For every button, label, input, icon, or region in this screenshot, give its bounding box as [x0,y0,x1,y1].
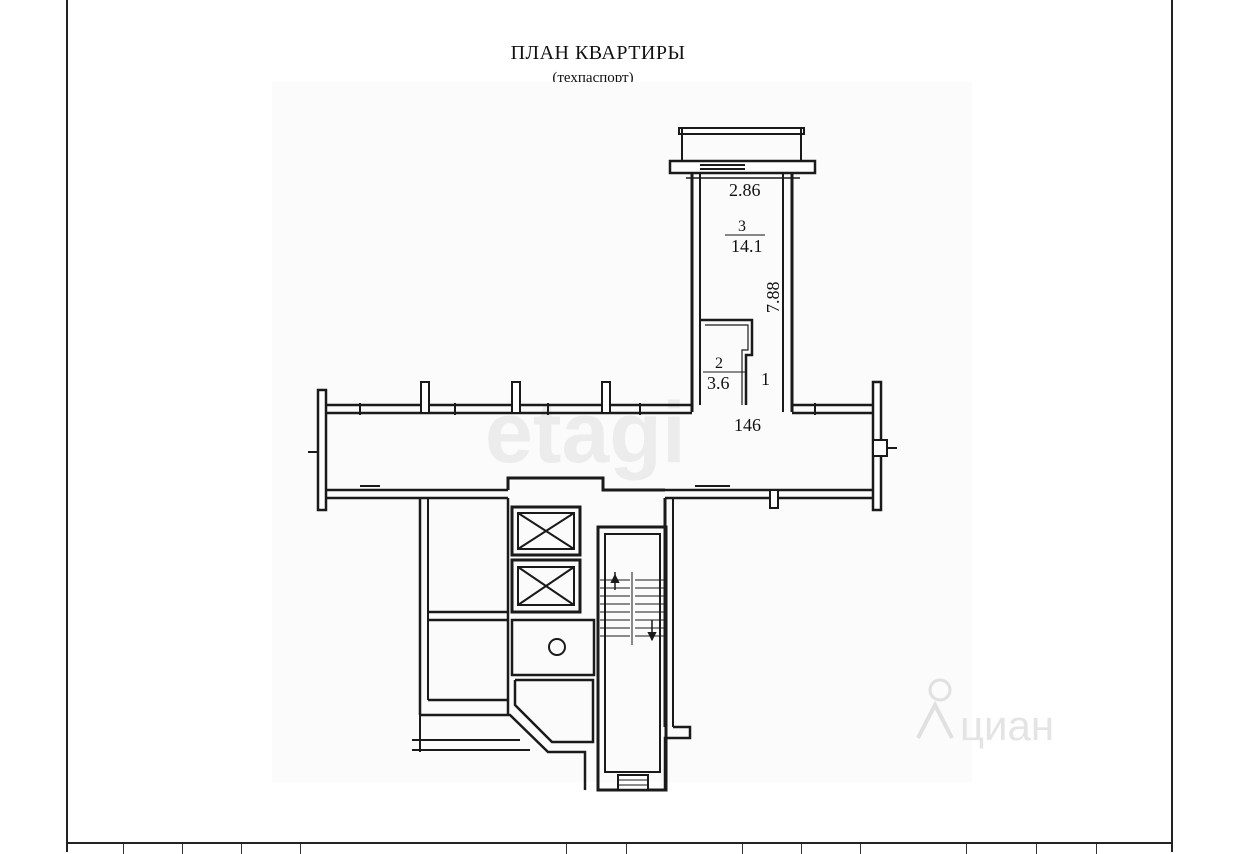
dim-width-label: 2.86 [729,180,761,200]
room3-number: 3 [738,218,746,235]
table-divider [300,844,301,854]
table-divider [801,844,802,854]
room2-number: 2 [715,355,723,372]
table-divider [1096,844,1097,854]
room1-number: 1 [761,369,770,389]
table-divider [742,844,743,854]
table-divider [860,844,861,854]
cian-logo-icon [928,678,952,702]
table-divider [566,844,567,854]
page-title: ПЛАН КВАРТИРЫ [510,42,686,64]
table-divider [1036,844,1037,854]
sheet-border-right [1171,0,1173,852]
dim-length-label: 7.88 [763,282,783,314]
walls [308,127,897,792]
cian-logo-mark [916,700,954,739]
sheet-border-left [66,0,68,852]
watermark-cian-text: циан [960,702,1054,749]
table-divider [182,844,183,854]
table-divider [241,844,242,854]
watermark-cian: циан [916,678,1054,749]
table-divider [123,844,124,854]
room3-area: 14.1 [731,236,763,256]
scan-background [272,82,972,782]
table-divider [966,844,967,854]
table-divider [626,844,627,854]
room2-area: 3.6 [707,373,730,393]
corridor-number: 146 [734,415,761,435]
title-block-table [66,842,1173,854]
